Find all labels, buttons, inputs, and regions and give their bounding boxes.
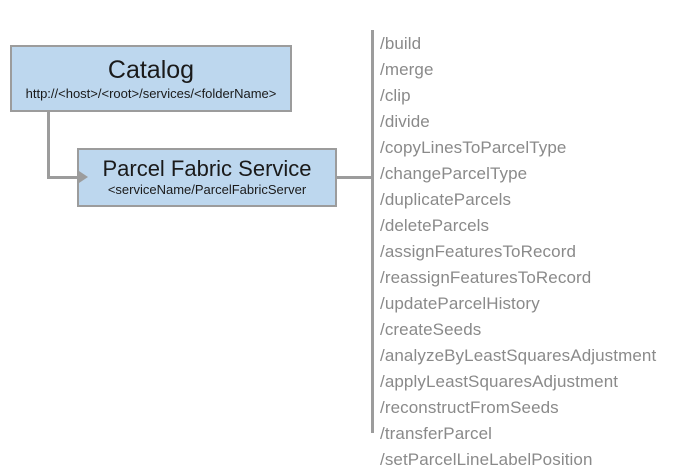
operation-list-item: /updateParcelHistory	[380, 294, 540, 313]
operation-list-item: /build	[380, 34, 422, 53]
operations-list-divider	[371, 30, 374, 433]
parcel-fabric-service-node-subtitle: <serviceName/ParcelFabricServer	[107, 182, 307, 198]
parcel-fabric-service-node-title: Parcel Fabric Service	[102, 156, 312, 182]
operation-list-item: /reconstructFromSeeds	[380, 398, 559, 417]
operation-list-item: /reassignFeaturesToRecord	[380, 268, 592, 287]
operation-list-item: /divide	[380, 112, 430, 131]
operation-list-item: /assignFeaturesToRecord	[380, 242, 577, 261]
parcel-fabric-service-node: Parcel Fabric Service <serviceName/Parce…	[77, 148, 337, 207]
catalog-node: Catalog http://<host>/<root>/services/<f…	[10, 45, 292, 112]
connector-catalog-to-service-horizontal	[47, 176, 85, 179]
arrow-head-icon	[79, 171, 88, 183]
operation-list-item: /analyzeByLeastSquaresAdjustment	[380, 346, 657, 365]
operation-list-item: /copyLinesToParcelType	[380, 138, 567, 157]
operation-list-item: /changeParcelType	[380, 164, 528, 183]
operation-list-item: /setParcelLineLabelPosition	[380, 450, 593, 469]
operation-list-item: /createSeeds	[380, 320, 482, 339]
connector-service-to-operations	[337, 176, 374, 179]
operation-list-item: /clip	[380, 86, 411, 105]
catalog-node-title: Catalog	[107, 55, 195, 84]
connector-catalog-to-service-vertical	[47, 112, 50, 179]
catalog-node-subtitle: http://<host>/<root>/services/<folderNam…	[25, 85, 277, 101]
parcel-fabric-service-diagram: Catalog http://<host>/<root>/services/<f…	[10, 30, 657, 469]
operations-list: /build/merge/clip/divide/copyLinesToParc…	[380, 31, 680, 473]
operation-list-item: /transferParcel	[380, 424, 493, 443]
operation-list-item: /applyLeastSquaresAdjustment	[380, 372, 619, 391]
operation-list-item: /duplicateParcels	[380, 190, 512, 209]
operation-list-item: /deleteParcels	[380, 216, 490, 235]
operation-list-item: /merge	[380, 60, 434, 79]
